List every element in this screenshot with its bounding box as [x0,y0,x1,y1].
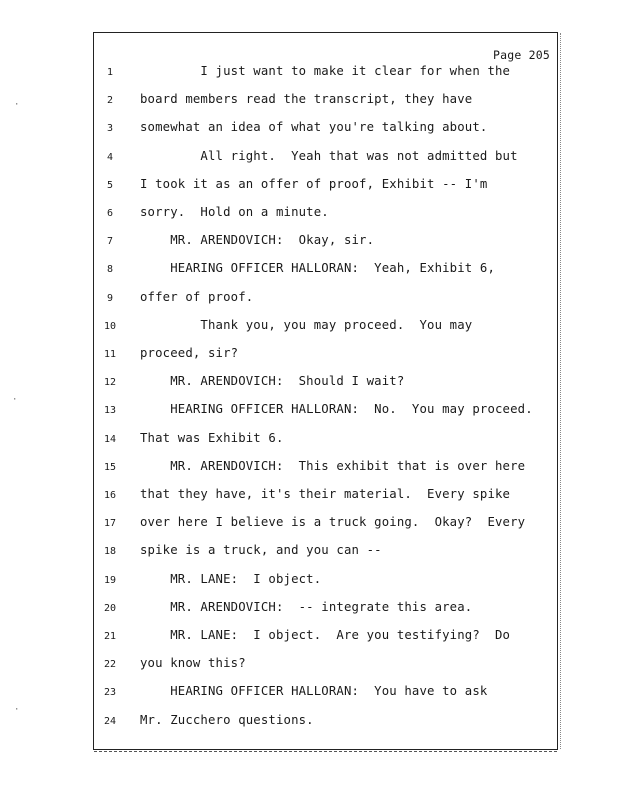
line-number: 6 [106,208,114,219]
transcript-line: 24 Mr. Zucchero questions. [0,713,618,733]
transcript-line: 8 HEARING OFFICER HALLORAN: Yeah, Exhibi… [0,261,618,281]
transcript-line: 4 All right. Yeah that was not admitted … [0,149,618,169]
line-number: 5 [106,179,114,191]
transcript-line: 3 somewhat an idea of what you're talking… [0,120,618,140]
margin-tick: · [14,100,20,110]
line-number: 7 [106,236,114,248]
line-text: MR. ARENDOVICH: Should I wait? [140,374,405,389]
line-number: 21 [103,631,117,642]
bottom-rule [94,751,557,752]
line-text: over here I believe is a truck going. Ok… [140,515,526,530]
transcript-line: 10 Thank you, you may proceed. You may [0,318,618,338]
line-number: 24 [103,715,117,727]
transcript-line: 23 HEARING OFFICER HALLORAN: You have to… [0,684,618,704]
line-text: board members read the transcript, they … [140,92,473,107]
transcript-line: 16 that they have, it's their material. E… [0,487,618,507]
line-text: proceed, sir? [140,346,239,360]
line-text: HEARING OFFICER HALLORAN: You have to as… [140,684,488,699]
page-frame [93,32,561,752]
line-number: 19 [103,574,117,586]
line-number: 3 [106,123,114,135]
line-text: All right. Yeah that was not admitted bu… [140,148,518,163]
line-text: HEARING OFFICER HALLORAN: No. You may pr… [140,402,533,417]
transcript-line: 7 MR. ARENDOVICH: Okay, sir. [0,233,618,253]
transcript-line: 13 HEARING OFFICER HALLORAN: No. You may… [0,402,618,422]
line-number: 13 [103,405,117,417]
line-number: 14 [103,433,117,445]
line-text: I took it as an offer of proof, Exhibit … [140,176,488,191]
line-text: somewhat an idea of what you're talking … [140,120,488,135]
line-text: Thank you, you may proceed. You may [140,317,473,332]
line-text: you know this? [140,656,246,671]
line-text: HEARING OFFICER HALLORAN: Yeah, Exhibit … [140,261,496,276]
line-number: 10 [103,320,117,332]
transcript-line: 15 MR. ARENDOVICH: This exhibit that is … [0,459,618,479]
line-number: 22 [103,659,117,671]
margin-tick: · [14,705,20,715]
line-number: 20 [103,602,117,614]
line-text: MR. ARENDOVICH: Okay, sir. [140,233,375,248]
line-number: 23 [103,687,117,699]
line-text: MR. ARENDOVICH: -- integrate this area. [140,599,473,614]
transcript-line: 1 I just want to make it clear for when … [0,64,618,84]
transcript-line: 21 MR. LANE: I object. Are you testifyin… [0,628,618,648]
right-rule [560,33,561,749]
line-number: 9 [106,292,114,304]
line-text: MR. LANE: I object. Are you testifying? … [140,628,511,642]
line-number: 17 [103,518,117,530]
transcript-line: 17 over here I believe is a truck going. … [0,515,618,535]
transcript-line: 14 That was Exhibit 6. [0,431,618,451]
page-number: Page 205 [493,48,550,62]
line-number: 1 [106,67,114,78]
line-text: That was Exhibit 6. [140,430,284,445]
line-number: 12 [103,377,117,389]
line-text: spike is a truck, and you can -- [140,543,382,558]
line-number: 18 [103,546,117,558]
transcript-line: 6 sorry. Hold on a minute. [0,205,618,225]
line-number: 15 [103,461,117,473]
line-number: 2 [106,95,114,107]
line-text: MR. LANE: I object. [140,571,322,586]
transcript-line: 9 offer of proof. [0,290,618,310]
transcript-line: 22 you know this? [0,656,618,676]
transcript-line: 5 I took it as an offer of proof, Exhibit… [0,177,618,197]
line-text: MR. ARENDOVICH: This exhibit that is ove… [140,458,526,473]
transcript-line: 12 MR. ARENDOVICH: Should I wait? [0,374,618,394]
margin-tick: · [12,395,18,405]
line-text: offer of proof. [140,289,254,304]
line-number: 8 [106,264,114,276]
line-text: that they have, it's their material. Eve… [140,487,511,501]
line-number: 11 [103,349,117,360]
line-text: sorry. Hold on a minute. [140,205,329,219]
line-number: 4 [106,151,114,163]
line-text: I just want to make it clear for when th… [140,64,511,78]
line-text: Mr. Zucchero questions. [140,712,314,727]
line-number: 16 [103,490,117,501]
transcript-line: 18 spike is a truck, and you can -- [0,543,618,563]
transcript-line: 11 proceed, sir? [0,346,618,366]
transcript-line: 2 board members read the transcript, they… [0,92,618,112]
transcript-line: 19 MR. LANE: I object. [0,572,618,592]
transcript-line: 20 MR. ARENDOVICH: -- integrate this are… [0,600,618,620]
